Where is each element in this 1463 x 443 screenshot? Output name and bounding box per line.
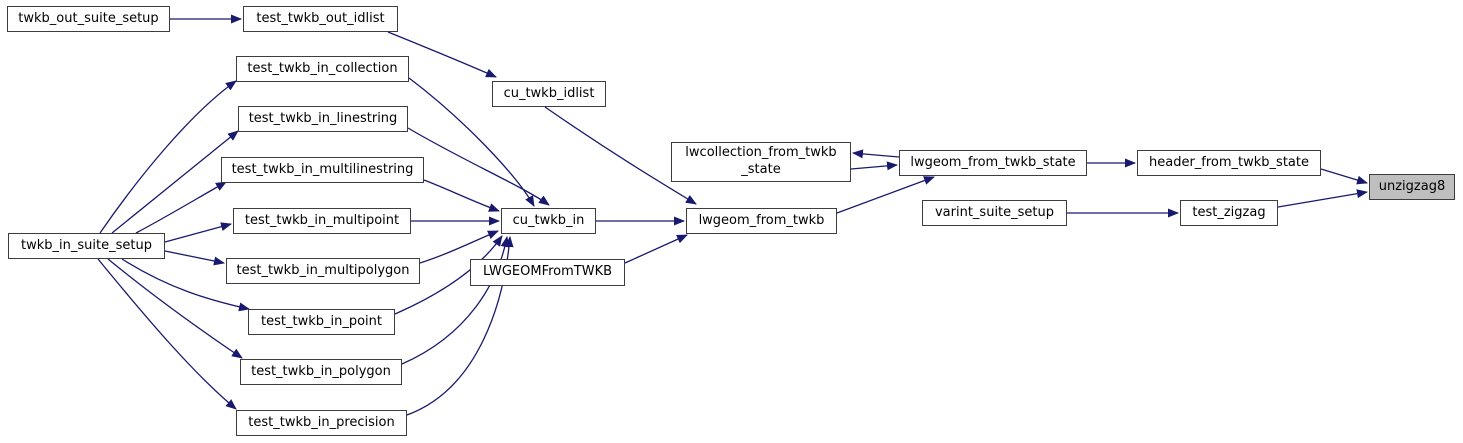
edge-test_twkb_in_collection--cu_twkb_in bbox=[408, 77, 535, 207]
edge-twkb_in_suite_setup--test_twkb_in_linestring bbox=[111, 130, 239, 234]
edge-test_twkb_in_multipolygon--cu_twkb_in bbox=[419, 230, 499, 264]
edge-lwgeom_from_twkb--lwgeom_from_twkb_state bbox=[836, 176, 935, 214]
node-test-twkb-in-collection[interactable]: test_twkb_in_collection bbox=[236, 56, 409, 82]
edge-twkb_in_suite_setup--test_twkb_in_point bbox=[121, 258, 250, 312]
node-header-from-twkb-state[interactable]: header_from_twkb_state bbox=[1137, 150, 1321, 176]
node-test-zigzag[interactable]: test_zigzag bbox=[1180, 200, 1278, 226]
edge-twkb_in_suite_setup--test_twkb_in_precision bbox=[97, 258, 237, 410]
node-lwgeom-from-twkb[interactable]: lwgeom_from_twkb bbox=[686, 208, 837, 234]
edge-twkb_in_suite_setup--test_twkb_in_multipoint bbox=[164, 222, 232, 243]
node-twkb-out-suite-setup[interactable]: twkb_out_suite_setup bbox=[7, 6, 170, 32]
edge-test_twkb_in_point--cu_twkb_in bbox=[394, 235, 503, 315]
edge-header_from_twkb_state--unzigzag8 bbox=[1320, 168, 1368, 185]
edge-twkb_in_suite_setup--test_twkb_in_multipolygon bbox=[164, 250, 225, 266]
node-test-twkb-in-multipoint[interactable]: test_twkb_in_multipoint bbox=[233, 208, 411, 234]
node-test-twkb-in-linestring[interactable]: test_twkb_in_linestring bbox=[238, 106, 408, 132]
node-cu-twkb-in[interactable]: cu_twkb_in bbox=[501, 208, 596, 234]
edge-lwcollection_from_twkb_state--lwgeom_from_twkb_state bbox=[850, 161, 898, 171]
edge-test_twkb_in_polygon--cu_twkb_in bbox=[401, 236, 510, 365]
edge-twkb_in_suite_setup--test_twkb_in_collection bbox=[99, 80, 237, 234]
node-test-twkb-in-precision[interactable]: test_twkb_in_precision bbox=[236, 410, 407, 436]
node-cu-twkb-idlist[interactable]: cu_twkb_idlist bbox=[492, 81, 606, 107]
node-lwgeom-from-twkb-state[interactable]: lwgeom_from_twkb_state bbox=[899, 150, 1087, 176]
node-test-twkb-in-point[interactable]: test_twkb_in_point bbox=[248, 309, 395, 335]
edge-lwgeom_from_twkb_state--lwcollection_from_twkb_state bbox=[852, 149, 900, 159]
node-unzigzag8: unzigzag8 bbox=[1369, 174, 1455, 200]
node-varint-suite-setup[interactable]: varint_suite_setup bbox=[922, 200, 1067, 226]
node-lwgeomfromtwkb[interactable]: LWGEOMFromTWKB bbox=[470, 259, 625, 286]
node-test-twkb-in-polygon[interactable]: test_twkb_in_polygon bbox=[240, 359, 402, 385]
edge-test_twkb_in_multilinestring--cu_twkb_in bbox=[423, 179, 500, 212]
edge-twkb_in_suite_setup--test_twkb_in_multilinestring bbox=[135, 181, 227, 234]
edge-test_twkb_out_idlist--cu_twkb_idlist bbox=[387, 31, 497, 78]
edge-test_twkb_in_linestring--cu_twkb_in bbox=[407, 127, 550, 206]
edge-cu_twkb_idlist--lwgeom_from_twkb bbox=[544, 106, 697, 205]
node-lwcollection-from-twkb-state[interactable]: lwcollection_from_twkb _state bbox=[671, 142, 851, 182]
node-twkb-in-suite-setup[interactable]: twkb_in_suite_setup bbox=[8, 233, 165, 259]
node-test-twkb-in-multipolygon[interactable]: test_twkb_in_multipolygon bbox=[226, 258, 420, 284]
edge-LWGEOMFromTWKB--lwgeom_from_twkb bbox=[624, 234, 688, 264]
edge-twkb_in_suite_setup--test_twkb_in_polygon bbox=[107, 258, 243, 359]
edge-test_zigzag--unzigzag8 bbox=[1277, 189, 1368, 208]
node-test-twkb-out-idlist[interactable]: test_twkb_out_idlist bbox=[243, 6, 398, 32]
node-test-twkb-in-multilinestring[interactable]: test_twkb_in_multilinestring bbox=[221, 157, 424, 183]
